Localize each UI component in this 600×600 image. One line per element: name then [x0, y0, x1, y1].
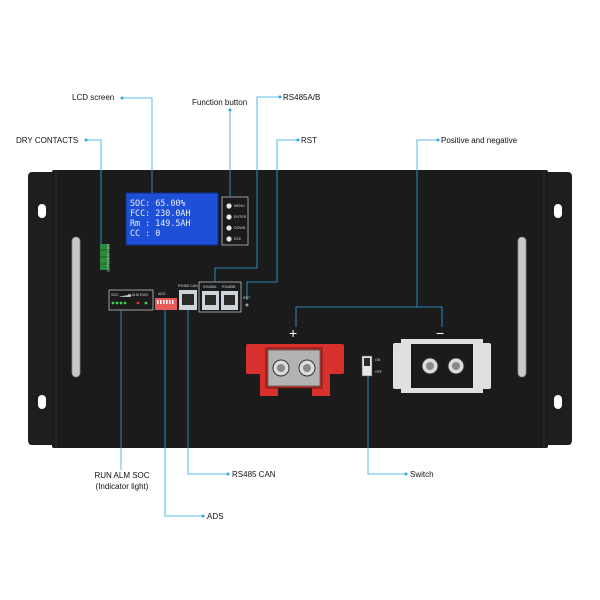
callout-rs485-can: RS485 CAN: [232, 470, 276, 479]
switch-on-label: ON: [375, 358, 381, 362]
lcd-line: FCC: 230.0AH: [130, 208, 191, 218]
enter-button: [226, 214, 232, 220]
leader-switch: [367, 376, 406, 475]
alm-led: [136, 301, 140, 305]
ads-panel-label: ADS: [158, 292, 166, 296]
function-buttons-panel: [221, 196, 249, 246]
leader-rs485ab: [214, 96, 280, 282]
soc-led: [123, 301, 127, 305]
callout-indicator-line1: RUN ALM SOC: [94, 471, 150, 480]
menu-button: [226, 203, 232, 209]
leader-ads: [164, 310, 203, 517]
esc-label: ESC: [234, 237, 242, 241]
rst-panel-label: RST: [243, 296, 251, 300]
callout-rs485ab: RS485A/B: [283, 93, 321, 102]
rs485-can-panel-label: RS485 CAN: [178, 284, 198, 288]
callout-function-button: Function button: [192, 98, 248, 107]
rs485ab-port-block: [198, 281, 242, 313]
callout-positive-negative: Positive and negative: [441, 136, 518, 145]
mount-slot: [38, 204, 46, 218]
indicator-panel-label: SOC ▁▂▃▅ ALM RUN: [111, 293, 148, 297]
callout-indicator-line2: (Indicator light): [95, 482, 149, 491]
esc-button: [226, 236, 232, 242]
rs485a-panel-label: RS485A: [203, 285, 217, 289]
indicator-panel: [108, 289, 154, 311]
leader-lcd: [122, 97, 153, 193]
run-led: [144, 301, 148, 305]
callout-switch: Switch: [410, 470, 434, 479]
down-label: DOWN: [234, 226, 246, 230]
negative-mark: −: [436, 325, 444, 341]
lcd-screen: [125, 192, 219, 246]
rst-button: [245, 303, 249, 307]
soc-led: [111, 301, 115, 305]
dry-contacts-panel-label: DRY CONTACTS: [106, 244, 110, 272]
callout-rst: RST: [301, 136, 317, 145]
callout-ads: ADS: [207, 512, 224, 521]
positive-terminal: [246, 344, 344, 396]
lcd-line: SOC: 65.00%: [130, 198, 186, 208]
handle-left: [71, 236, 81, 378]
leader-dry: [86, 139, 102, 244]
lcd-line: Rm : 149.5AH: [130, 218, 191, 228]
positive-mark: +: [289, 325, 297, 341]
switch-off-label: OFF: [375, 370, 383, 374]
negative-terminal: [393, 339, 491, 393]
soc-led: [119, 301, 123, 305]
mount-slot: [554, 395, 562, 409]
leader-rs485can: [187, 310, 228, 475]
callout-dry-contacts: DRY CONTACTS: [16, 136, 79, 145]
callout-lcd-screen: LCD screen: [72, 93, 115, 102]
down-button: [226, 225, 232, 231]
mount-slot: [38, 395, 46, 409]
rs485b-panel-label: RS485B: [222, 285, 236, 289]
lcd-line: CC : 0: [130, 228, 161, 238]
menu-label: MENU: [234, 204, 245, 208]
soc-led: [115, 301, 119, 305]
enter-label: ENTER: [234, 215, 247, 219]
rack-ear-right: [548, 172, 572, 445]
mount-slot: [554, 204, 562, 218]
rack-ear-left: [28, 172, 55, 445]
lcd-readout: SOC: 65.00% FCC: 230.0AH Rm : 149.5AH CC…: [130, 198, 216, 238]
handle-right: [517, 236, 527, 378]
leader-rst: [246, 139, 298, 300]
callout-indicator: RUN ALM SOC (Indicator light): [88, 470, 156, 492]
